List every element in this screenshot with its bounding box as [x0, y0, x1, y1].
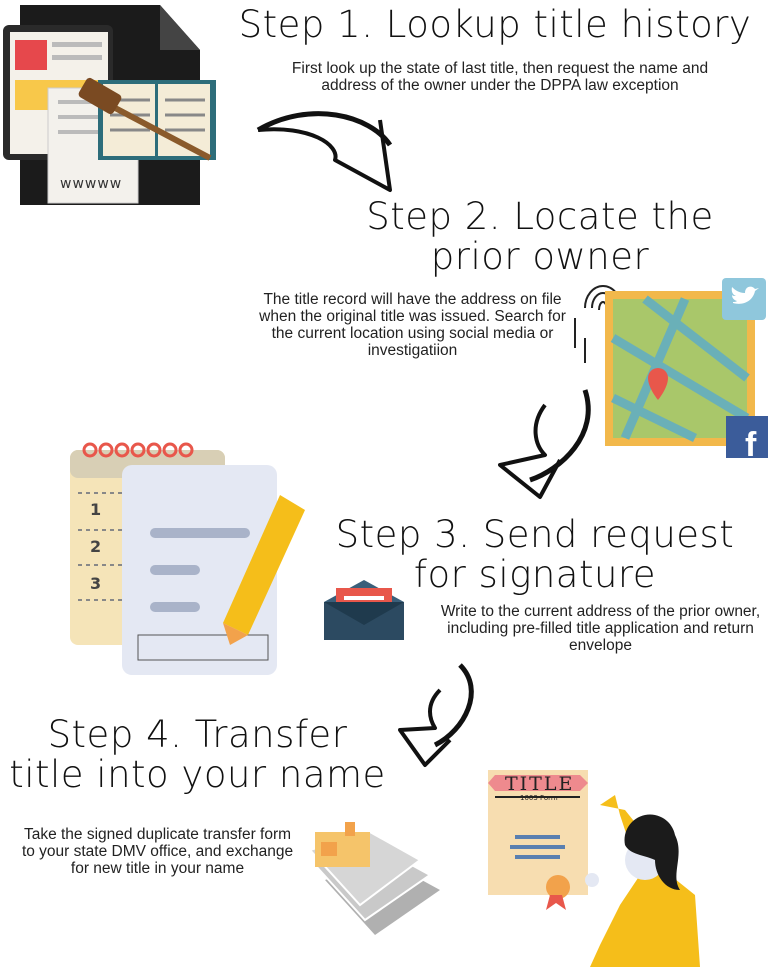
- step-4-title-line: title into your name: [9, 753, 386, 796]
- title-certificate-illustration: [488, 770, 700, 967]
- step-2-description: The title record will have the address o…: [259, 291, 566, 359]
- notepad-pencil-illustration: [70, 442, 305, 675]
- step-4-title-line: Step 4. Transfer: [47, 713, 348, 756]
- notepad-number-1: 1: [90, 500, 102, 519]
- step-2-title-line: Step 2. Locate the: [366, 195, 714, 238]
- certificate-title-text: TITLE: [505, 773, 575, 795]
- step-3-title-line: for signature: [413, 553, 657, 596]
- step-1-title-line: Step 1. Lookup title history: [238, 3, 752, 46]
- notepad-number-3: 3: [90, 574, 102, 593]
- step-3-description: Write to the current address of the prio…: [440, 603, 761, 654]
- arrow-1: [256, 111, 393, 192]
- envelope-icon: [324, 580, 404, 640]
- notepad-number-2: 2: [90, 537, 102, 556]
- step-3-title: Step 3. Send request for signature: [325, 515, 745, 595]
- step-3-title-line: Step 3. Send request: [335, 513, 735, 556]
- step-4-title: Step 4. Transfer title into your name: [0, 715, 395, 795]
- step-1-description: First look up the state of last title, t…: [291, 60, 709, 94]
- step-1-title: Step 1. Lookup title history: [230, 5, 760, 45]
- papers-stack-illustration: [308, 822, 440, 935]
- step-4-description: Take the signed duplicate transfer form …: [21, 826, 294, 877]
- step-2-title-line: prior owner: [430, 235, 650, 278]
- arrow-3: [398, 663, 474, 767]
- arrow-2: [498, 389, 591, 499]
- paper-scribble: wwwww: [60, 176, 123, 192]
- legal-documents-illustration: [3, 5, 216, 205]
- certificate-subtitle-text: 1003 Form: [520, 794, 558, 802]
- svg-text:f: f: [745, 426, 757, 460]
- facebook-icon: [726, 416, 768, 458]
- map-illustration: f: [574, 278, 768, 460]
- step-2-title: Step 2. Locate the prior owner: [330, 197, 750, 277]
